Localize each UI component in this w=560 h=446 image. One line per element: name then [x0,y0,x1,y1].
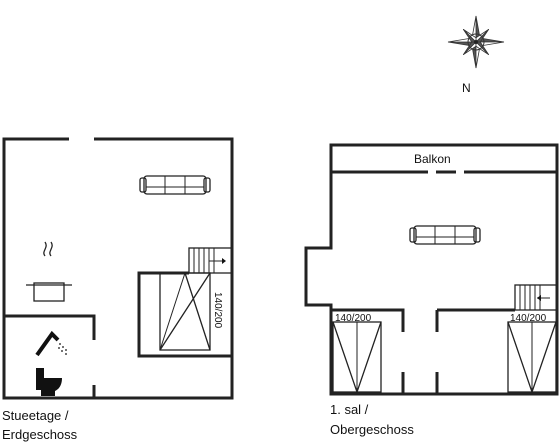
first-left-bed-size-label: 140/200 [335,313,372,324]
sofa-icon [409,225,481,245]
bathroom-walls [4,314,96,398]
compass-north-label: N [462,81,471,95]
first-floor-caption-line2: Obergeschoss [330,422,414,437]
stairs-icon [188,247,233,274]
ground-floor-caption-line2: Erdgeschoss [2,427,78,442]
compass-rose-icon [447,15,505,69]
toilet-icon [36,368,62,396]
stairs-icon [514,284,558,311]
ground-floor-walls [2,137,234,400]
ground-floor-caption-line1: Stueetage / [2,408,69,423]
shower-icon [35,330,67,357]
first-floor-walls [304,172,559,396]
single-bed-icon [332,321,382,395]
first-floor-plan: Balkon [304,143,559,437]
sofa-icon [139,175,211,195]
balcony-label: Balkon [414,152,451,166]
balcony: Balkon [329,143,559,175]
single-bed-icon [507,321,557,395]
ground-floor-plan: 140/200 Stueetage / Erdgeschoss [2,137,234,442]
ground-bed-size-label: 140/200 [212,292,223,329]
first-floor-caption-line1: 1. sal / [330,402,369,417]
bedroom-partitions [331,308,515,394]
double-bed-icon [159,272,211,351]
cooking-pot-icon [26,241,72,302]
first-right-bed-size-label: 140/200 [510,313,547,324]
